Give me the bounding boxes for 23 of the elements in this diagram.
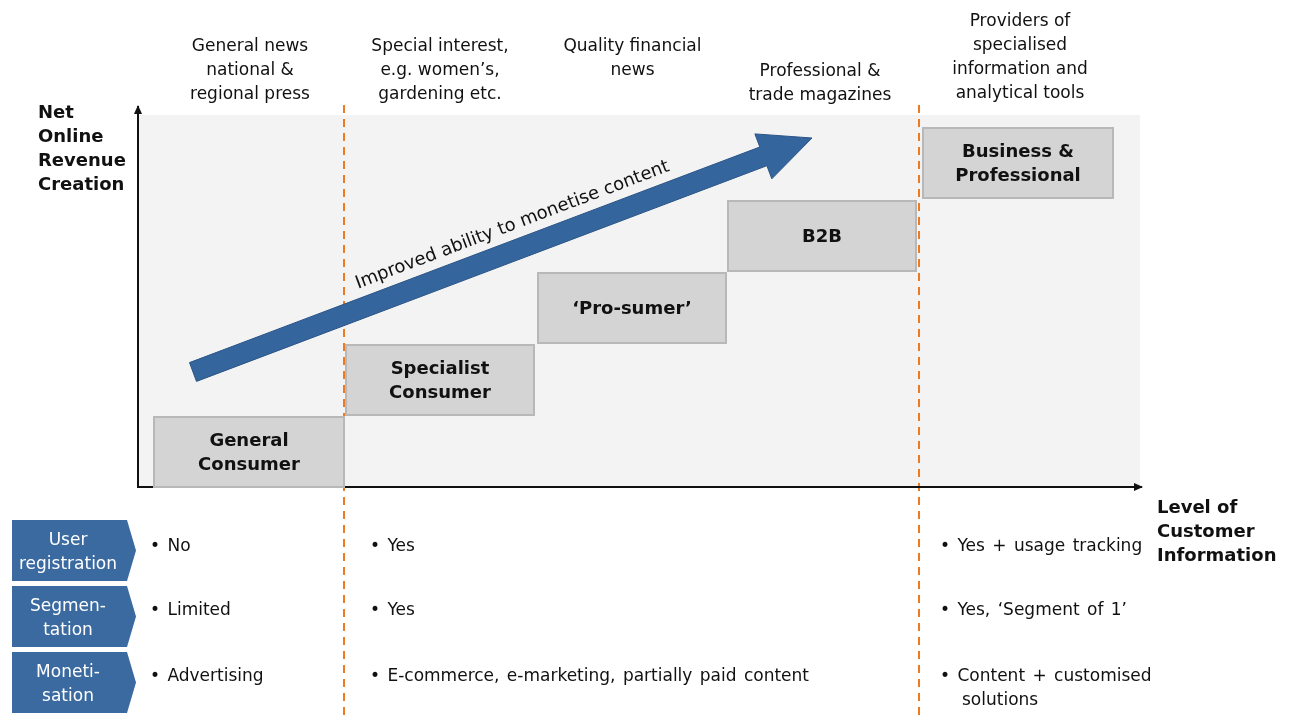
axis-label: Net Online Revenue Creation [38, 100, 127, 196]
step-box: ‘Pro-sumer’ [537, 272, 727, 344]
bullet-item: • Yes, ‘Segment of 1’ [940, 598, 1128, 621]
step-box: Specialist Consumer [345, 344, 535, 416]
step-box: Business & Professional [922, 127, 1114, 199]
row-header: Segmen-tation [12, 586, 136, 647]
bullet-item: • Limited [150, 598, 232, 621]
row-header: Moneti-sation [12, 652, 136, 713]
column-header: Providers of specialised information and analytical tools [951, 9, 1089, 104]
bullet-item: • Content + customised solutions [940, 664, 1153, 711]
bullet-item: • Advertising [150, 664, 265, 687]
bullet-item: • E-commerce, e-marketing, partially paid content [370, 664, 810, 687]
row-header: User registration [12, 520, 136, 581]
bullet-item: • Yes [370, 598, 416, 621]
step-box: General Consumer [153, 416, 345, 488]
column-header: General news national & regional press [189, 34, 311, 105]
bullet-item: • Yes [370, 534, 416, 557]
bullet-item: • No [150, 534, 192, 557]
axis-label: Level of Customer Information [1157, 495, 1278, 567]
step-box: B2B [727, 200, 917, 272]
column-header: Special interest, e.g. women’s, gardening etc. [370, 34, 510, 105]
column-header: Quality financial news [562, 34, 703, 81]
column-header: Professional & trade magazines [747, 59, 893, 106]
